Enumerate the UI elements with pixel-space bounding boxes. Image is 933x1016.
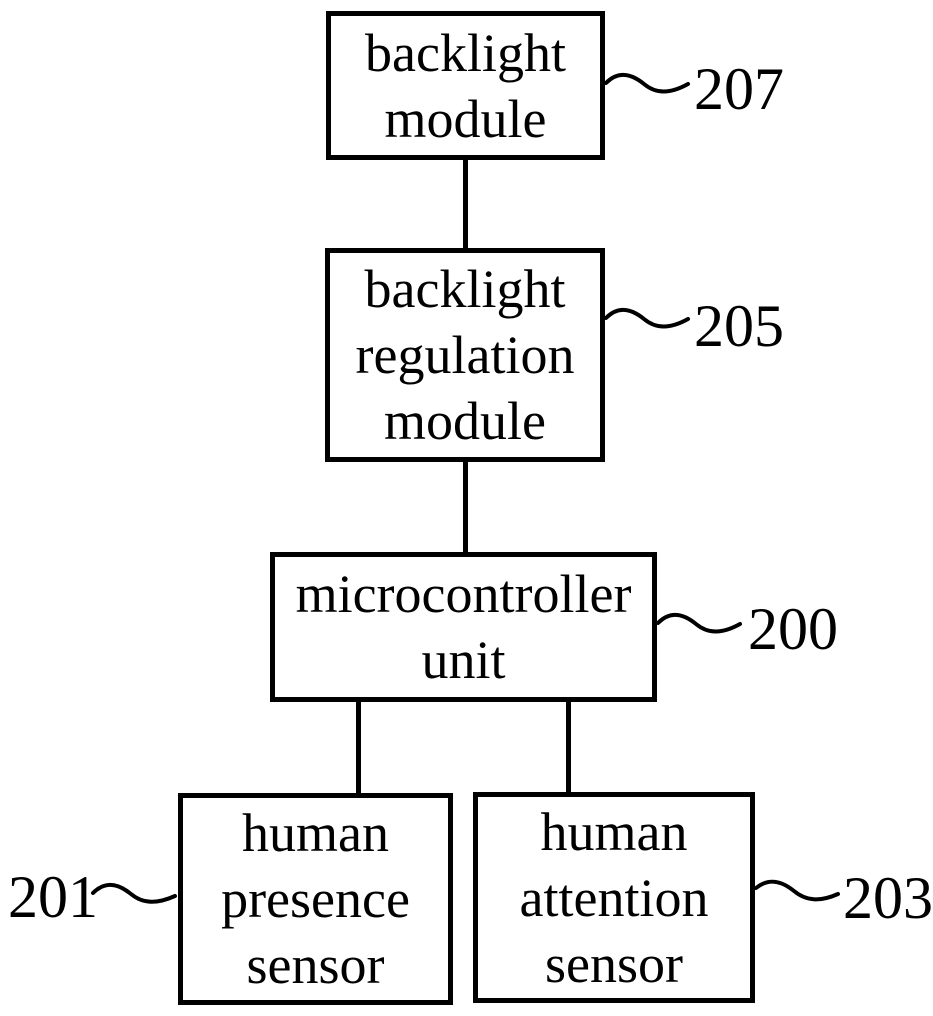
- block-microcontroller-unit: microcontroller unit: [270, 552, 657, 702]
- leader-squiggle-203: [754, 879, 840, 902]
- block-label-microcontroller-unit: microcontroller unit: [295, 564, 632, 690]
- block-label-human-attention-sensor: human attention sensor: [519, 801, 709, 994]
- block-label-human-presence-sensor: human presence sensor: [221, 803, 410, 995]
- block-backlight-module: backlight module: [326, 11, 605, 160]
- leader-squiggle-205: [604, 307, 690, 329]
- connector-backlight-module-to-regulation-module: [463, 158, 468, 250]
- leader-squiggle-200: [656, 612, 742, 634]
- ref-numeral-201: 201: [8, 864, 98, 930]
- block-human-presence-sensor: human presence sensor: [178, 793, 453, 1005]
- block-label-backlight-regulation-module: backlight regulation module: [355, 259, 575, 451]
- leader-squiggle-207: [604, 72, 690, 94]
- ref-numeral-203: 203: [843, 865, 933, 931]
- leader-squiggle-201: [91, 882, 177, 904]
- block-human-attention-sensor: human attention sensor: [473, 792, 755, 1003]
- connector-regulation-module-to-microcontroller: [463, 460, 468, 554]
- ref-numeral-207: 207: [694, 56, 784, 122]
- connector-microcontroller-to-presence-sensor: [356, 700, 361, 795]
- block-backlight-regulation-module: backlight regulation module: [325, 248, 605, 462]
- ref-numeral-205: 205: [694, 293, 784, 359]
- ref-numeral-200: 200: [748, 596, 838, 662]
- connector-microcontroller-to-attention-sensor: [566, 700, 571, 794]
- block-label-backlight-module: backlight module: [365, 22, 566, 149]
